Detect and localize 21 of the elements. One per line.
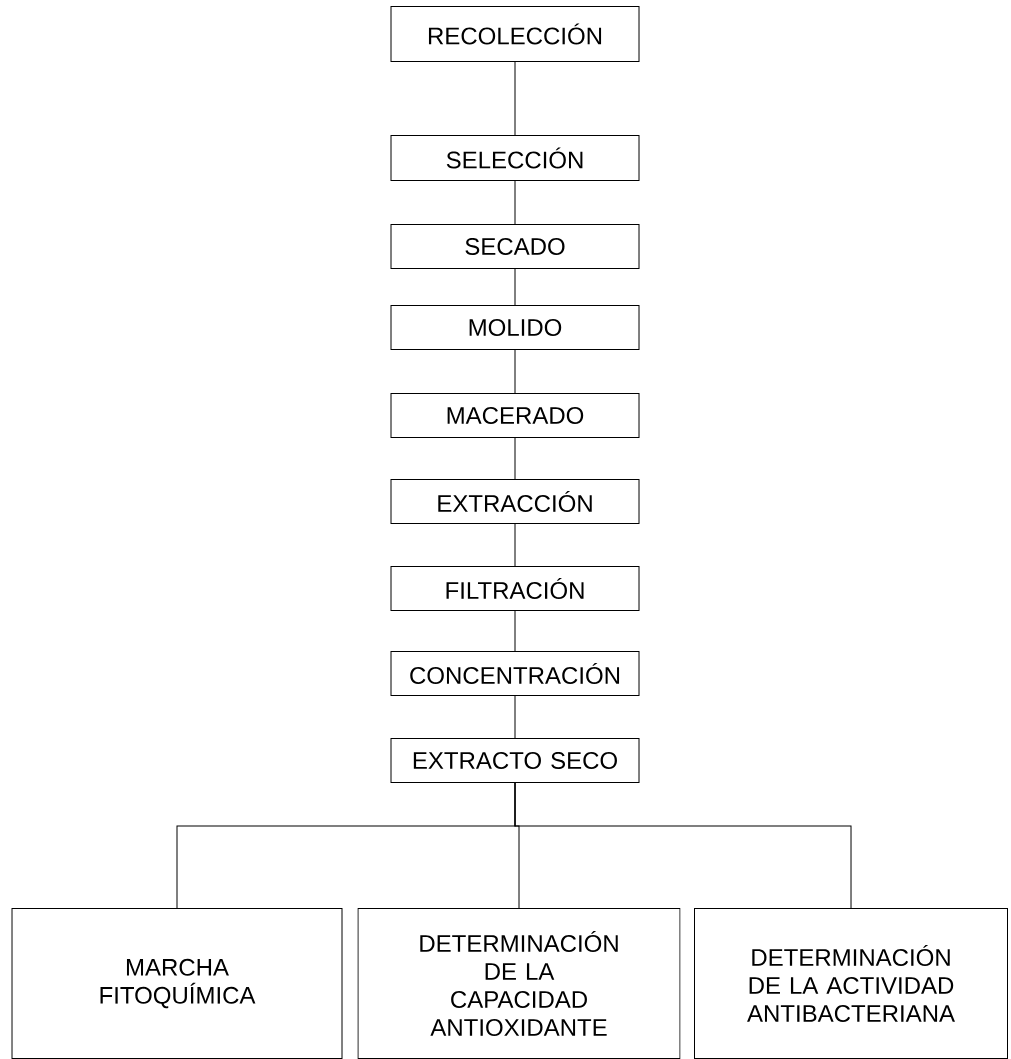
process-box: MOLIDO: [390, 305, 640, 350]
process-box: DETERMINACIÓN DE LA ACTIVIDAD ANTIBACTERIANA: [694, 908, 1008, 1059]
connector-line: [514, 523, 516, 567]
connector-line: [514, 695, 516, 739]
process-box: DETERMINACIÓN DE LA CAPACIDAD ANTIOXIDANTE: [357, 908, 681, 1059]
connector-line: [514, 610, 516, 652]
process-box: CONCENTRACIÓN: [390, 651, 640, 696]
process-box: MARCHA FITOQUÍMICA: [11, 908, 343, 1059]
connector-line: [514, 782, 852, 909]
connector-line: [514, 180, 516, 225]
process-box: EXTRACCIÓN: [390, 479, 640, 524]
process-box: EXTRACTO SECO: [390, 738, 640, 783]
connector-line: [514, 349, 516, 394]
process-box: SELECCIÓN: [390, 135, 640, 181]
connector-line: [514, 61, 516, 136]
process-box: SECADO: [390, 224, 640, 269]
connector-line: [514, 268, 516, 306]
process-box: MACERADO: [390, 393, 640, 438]
process-box: RECOLECCIÓN: [390, 6, 640, 62]
connector-line: [514, 437, 516, 480]
process-box: FILTRACIÓN: [390, 566, 640, 611]
